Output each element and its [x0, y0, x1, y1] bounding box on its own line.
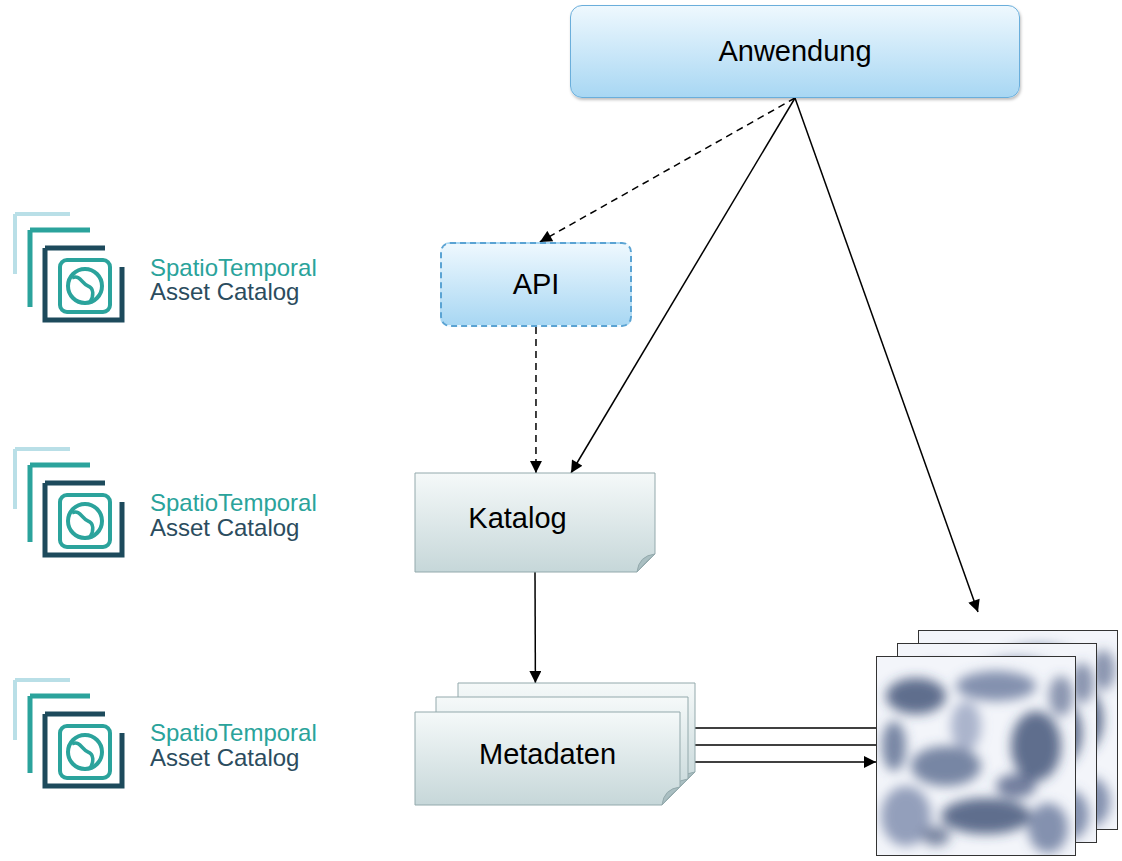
logo-wordmark: Asset Catalog	[150, 745, 299, 771]
logo-wordmark: SpatioTemporal	[150, 255, 317, 281]
node-text-box: Katalog	[415, 473, 620, 565]
satellite-image	[876, 656, 1076, 856]
logo-wordmark: SpatioTemporal	[150, 720, 317, 746]
application-box: Anwendung	[570, 5, 1020, 98]
stac-logo-icon	[15, 449, 122, 555]
node-text: Anwendung	[718, 35, 871, 68]
document-fold	[637, 554, 655, 572]
metadata-document-stack: Metadaten	[415, 683, 695, 805]
stac-logo-icon	[15, 214, 122, 320]
asset-link-line	[688, 744, 876, 746]
document-sheet	[415, 473, 655, 572]
node-text: Katalog	[468, 502, 566, 535]
dashed-connector	[535, 327, 537, 473]
asset-link-line	[695, 727, 876, 729]
connector-arrow	[534, 572, 536, 683]
node-text: Metadaten	[479, 738, 616, 771]
asset-link-arrow	[680, 761, 876, 763]
document-fold	[662, 787, 680, 805]
catalog-document: Katalog	[415, 473, 655, 572]
dashed-connector	[540, 98, 795, 242]
stac-logo-icon	[15, 680, 122, 786]
api-box: API	[440, 242, 632, 327]
data-access-arrow	[795, 98, 978, 612]
node-text: API	[513, 268, 560, 301]
logo-wordmark: Asset Catalog	[150, 515, 299, 541]
logo-wordmark: SpatioTemporal	[150, 490, 317, 516]
logo-wordmark: Asset Catalog	[150, 279, 299, 305]
node-text-box: Metadaten	[415, 712, 680, 798]
node-text-box: API	[442, 244, 630, 325]
node-text-box: Anwendung	[571, 6, 1019, 97]
document-sheet	[415, 712, 680, 805]
